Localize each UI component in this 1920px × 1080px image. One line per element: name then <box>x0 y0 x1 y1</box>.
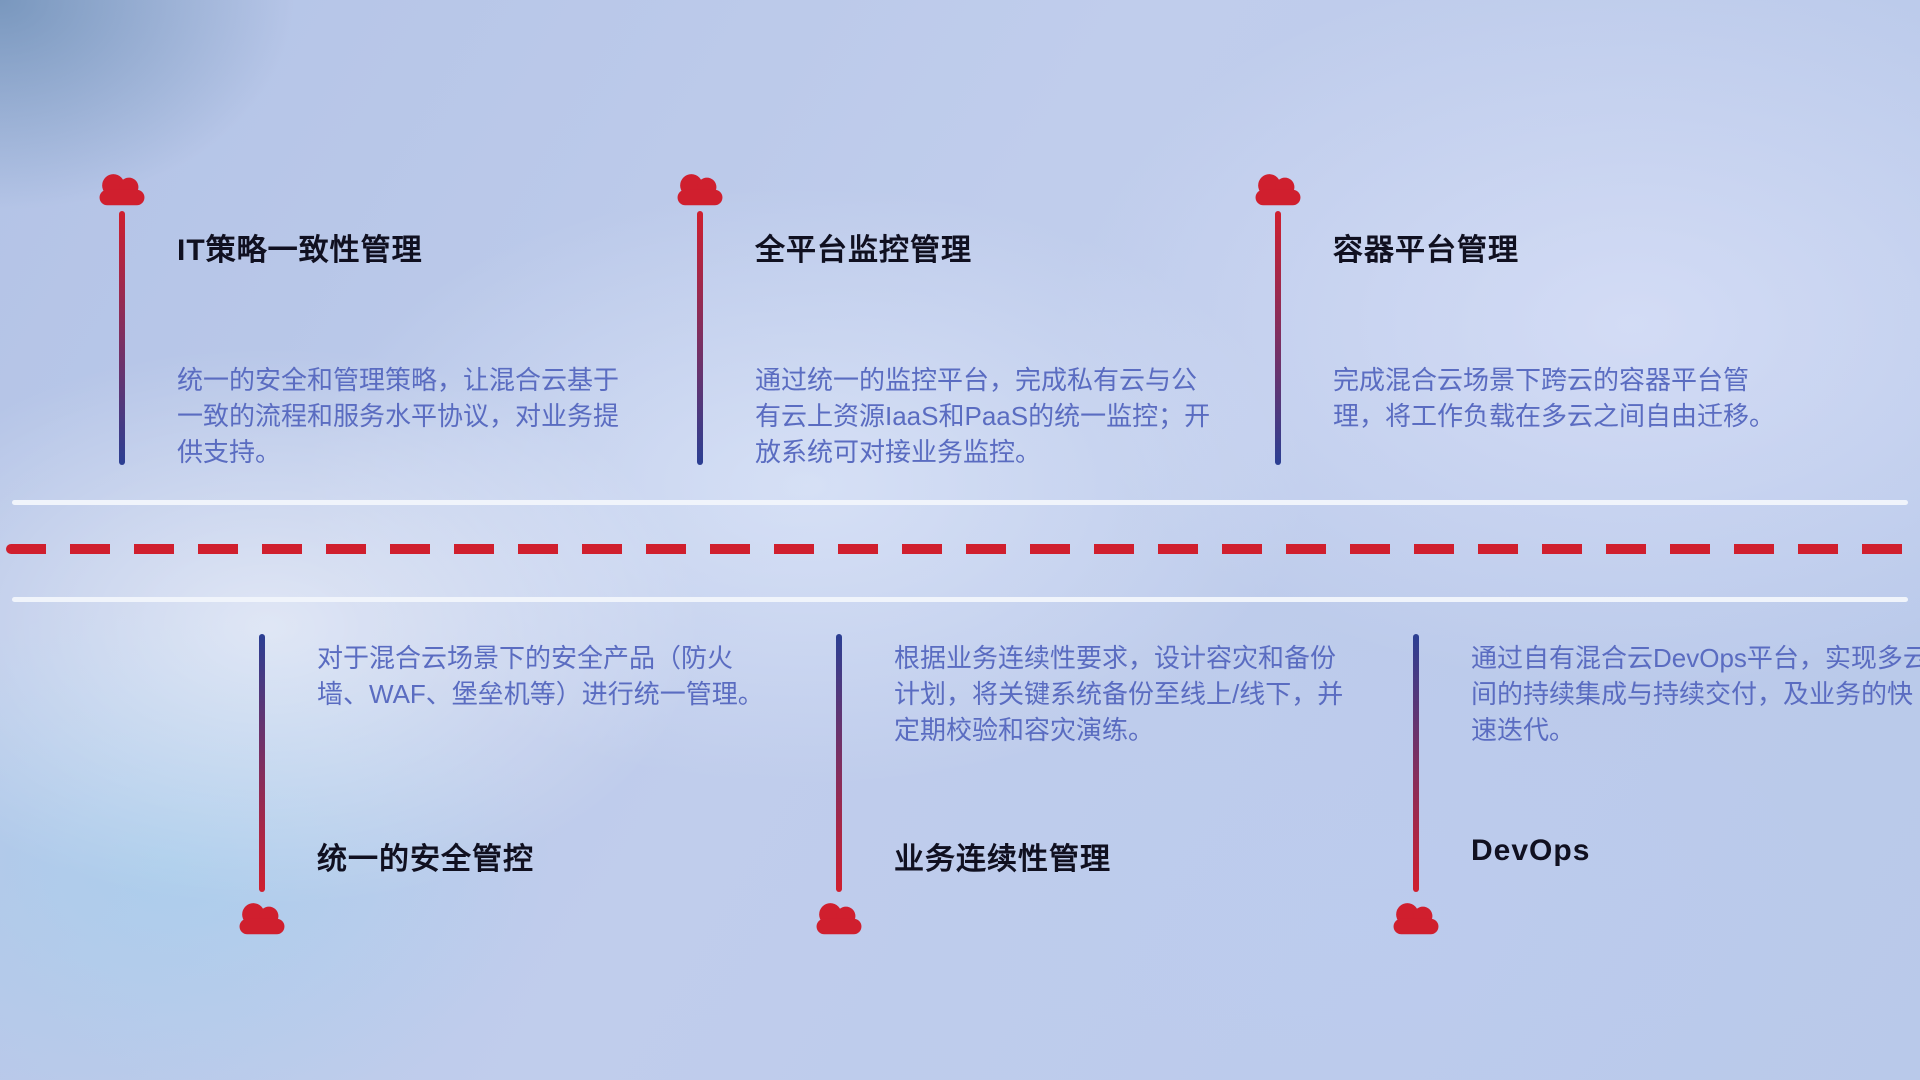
feature-security-control: 对于混合云场景下的安全产品（防火墙、WAF、堡垒机等）进行统一管理。 统一的安全… <box>239 634 779 954</box>
connector-line <box>836 634 842 892</box>
feature-title: 业务连续性管理 <box>894 843 1111 876</box>
divider-solid-line-top <box>12 500 1908 505</box>
connector-line <box>259 634 265 892</box>
feature-business-continuity: 根据业务连续性要求，设计容灾和备份计划，将关键系统备份至线上/线下，并定期校验和… <box>816 634 1356 954</box>
feature-title: 统一的安全管控 <box>317 843 534 876</box>
cloud-icon <box>672 169 728 207</box>
feature-description: 统一的安全和管理策略，让混合云基于一致的流程和服务水平协议，对业务提供支持。 <box>177 365 620 467</box>
feature-devops: 通过自有混合云DevOps平台，实现多云间的持续集成与持续交付，及业务的快速迭代… <box>1393 634 1920 954</box>
connector-line <box>1413 634 1419 892</box>
feature-description: 对于混合云场景下的安全产品（防火墙、WAF、堡垒机等）进行统一管理。 <box>317 643 764 709</box>
feature-description: 完成混合云场景下跨云的容器平台管理，将工作负载在多云之间自由迁移。 <box>1333 365 1776 431</box>
feature-it-policy: IT策略一致性管理 统一的安全和管理策略，让混合云基于一致的流程和服务水平协议，… <box>99 169 639 489</box>
cloud-icon <box>94 169 150 207</box>
feature-title: 全平台监控管理 <box>755 234 972 267</box>
feature-description: 通过自有混合云DevOps平台，实现多云间的持续集成与持续交付，及业务的快速迭代… <box>1471 643 1920 745</box>
connector-line <box>119 211 125 465</box>
divider-dashed-line <box>6 544 1914 554</box>
cloud-icon <box>1250 169 1306 207</box>
feature-description: 通过统一的监控平台，完成私有云与公有云上资源IaaS和PaaS的统一监控；开放系… <box>755 365 1211 467</box>
feature-title: IT策略一致性管理 <box>177 234 423 267</box>
cloud-icon <box>1388 898 1444 936</box>
feature-container-platform: 容器平台管理 完成混合云场景下跨云的容器平台管理，将工作负载在多云之间自由迁移。 <box>1255 169 1795 489</box>
divider-solid-line-bottom <box>12 597 1908 602</box>
cloud-icon <box>811 898 867 936</box>
feature-title: 容器平台管理 <box>1333 234 1519 267</box>
connector-line <box>697 211 703 465</box>
feature-title: DevOps <box>1471 834 1591 867</box>
cloud-icon <box>234 898 290 936</box>
feature-monitoring: 全平台监控管理 通过统一的监控平台，完成私有云与公有云上资源IaaS和PaaS的… <box>677 169 1217 489</box>
connector-line <box>1275 211 1281 465</box>
feature-description: 根据业务连续性要求，设计容灾和备份计划，将关键系统备份至线上/线下，并定期校验和… <box>894 643 1344 745</box>
